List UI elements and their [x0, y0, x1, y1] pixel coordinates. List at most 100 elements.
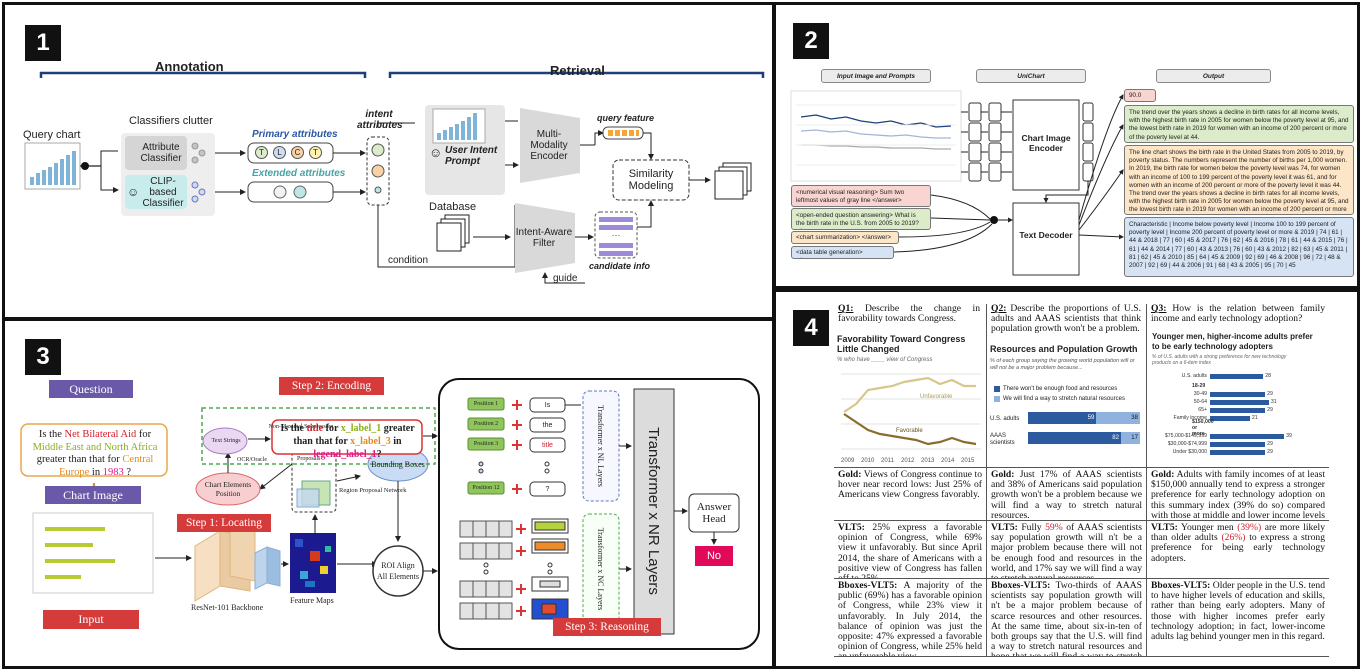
row-highlight: (39%) [1237, 522, 1262, 533]
template-question: Is the title for x_label_1 greater than … [275, 422, 420, 461]
chart2-legend-2: We will find a way to stretch natural re… [994, 396, 1125, 402]
q-highlight: 1983 [102, 466, 124, 478]
candidate-info-label: candidate info [589, 261, 651, 271]
row-label: VLT5: [838, 522, 865, 533]
step2-label: Step 2: Encoding [279, 377, 384, 395]
token-is: Is [544, 401, 551, 409]
extended-attributes-label: Extended attributes [252, 168, 346, 179]
primary-attributes-label: Primary attributes [252, 129, 338, 140]
chart3-bar [1210, 433, 1285, 439]
input-label: Input [43, 610, 139, 629]
chart3-bar [1210, 391, 1266, 397]
user-icon: ☺ [127, 185, 140, 199]
header-unichart: UniChart [976, 69, 1086, 83]
position-3: Position 3 [473, 441, 499, 447]
t-part: in [390, 436, 402, 447]
legend-text: There won't be enough food and resources [1003, 386, 1118, 392]
svg-text:2015: 2015 [961, 458, 975, 464]
chart3-value: 39 [1286, 433, 1292, 439]
query-feature-label: query feature [597, 113, 655, 123]
unichart-diagram [790, 90, 1124, 276]
chip: L [273, 146, 286, 159]
retrieval-header: Retrieval [550, 63, 605, 78]
roi-align: ROI Align All Elements [373, 553, 423, 589]
q-highlight: Net Bilateral Aid [64, 429, 137, 440]
panel-number: 1 [25, 25, 61, 61]
bar-segment: 82 [1028, 432, 1121, 444]
output-summary: The line chart shows the birth rate in t… [1124, 145, 1354, 215]
panel-number: 3 [25, 339, 61, 375]
divider [834, 656, 1329, 657]
q-part: for [136, 429, 152, 440]
t-highlight: x_label_1 [340, 423, 382, 434]
position-12: Position 12 [472, 485, 500, 491]
chart2-row-label: U.S. adults [990, 416, 1020, 422]
chart3-row-label: Under $30,000 [1172, 449, 1207, 455]
q-label: Q3: [1151, 303, 1167, 314]
chart3-value: 29 [1267, 441, 1273, 447]
chart3-row-label: 18-29 [1192, 383, 1206, 389]
chart-image-label: Chart Image [45, 486, 141, 504]
bounding-boxes-cloud: Bounding Boxes [371, 459, 425, 469]
chart3-value: 21 [1251, 415, 1258, 421]
prompt-numerical: <numerical visual reasoning> Sum two lef… [791, 185, 931, 207]
row-label: VLT5: [1151, 522, 1178, 533]
bboxes-1: Bboxes-VLT5: A majority of the public (6… [834, 579, 986, 656]
row-label: Gold: [838, 469, 862, 480]
chart3-value: 31 [1270, 399, 1277, 405]
step3-label: Step 3: Reasoning [553, 618, 661, 636]
chart3-bar [1210, 399, 1269, 405]
row-text: Older people in the U.S. tend to have hi… [1151, 580, 1325, 643]
legend-swatch [994, 386, 1000, 392]
svg-text:2009: 2009 [841, 458, 855, 464]
backbone-label: ResNet-101 Backbone [191, 603, 264, 612]
unfavorable-line [843, 376, 976, 413]
row-highlight: (26%) [1221, 532, 1246, 544]
similarity-modeling: Similarity Modeling [628, 168, 674, 192]
bar-segment: 59 [1028, 412, 1097, 424]
t-highlight: legend_label_1 [313, 449, 377, 460]
row-text: A majority of the public (69%) has a fav… [838, 580, 982, 656]
proposals-label: Proposals [297, 456, 321, 462]
chart2-row-label: AAAS scientists [990, 433, 1015, 446]
chart1-title: Favorability Toward Congress Little Chan… [837, 334, 966, 354]
annotation-header: Annotation [155, 59, 224, 74]
row-label: Gold: [1151, 469, 1175, 480]
chart2-bar-row: 82 17 [1028, 432, 1140, 444]
svg-text:2010: 2010 [861, 458, 875, 464]
chart3-bar [1210, 441, 1266, 447]
token-title: title [542, 441, 553, 449]
q-part: in [89, 466, 103, 478]
chart3-row-label: Family income [1173, 415, 1207, 421]
chip: C [291, 146, 304, 159]
multi-modality-encoder: Multi-Modality Encoder [530, 128, 568, 162]
chart3-row: $150,000 or more [1152, 419, 1322, 437]
row-text: to express a strong preference for being… [1151, 532, 1325, 564]
transformer-c: Transformer x NC Layers [596, 527, 606, 611]
clip-classifier: CLIP-based Classifier [142, 175, 184, 209]
rpn-label: Region Proposal Network [339, 487, 407, 494]
chart-image-encoder: Chart Image Encoder [1021, 133, 1071, 153]
text-strings-cloud: Text Strings [211, 438, 241, 444]
chip: T [255, 146, 268, 159]
bar-segment: 38 [1096, 412, 1140, 424]
chart3-bar [1210, 449, 1266, 455]
answer-no: No [706, 550, 722, 562]
intent-attributes-label: intent attributes [357, 109, 403, 131]
row-highlight: 59% [1045, 522, 1063, 533]
prompt-qa: <open-ended question answering> What is … [791, 208, 931, 230]
row-text: are more likely than older adults [1151, 522, 1326, 544]
row-label: VLT5: [991, 522, 1018, 533]
t-part: for [323, 423, 341, 434]
t-highlight: title [306, 423, 324, 434]
chart3-value: 28 [1265, 373, 1271, 379]
query-chart-label: Query chart [23, 129, 81, 141]
divider [834, 520, 1329, 521]
divider [1146, 304, 1147, 656]
